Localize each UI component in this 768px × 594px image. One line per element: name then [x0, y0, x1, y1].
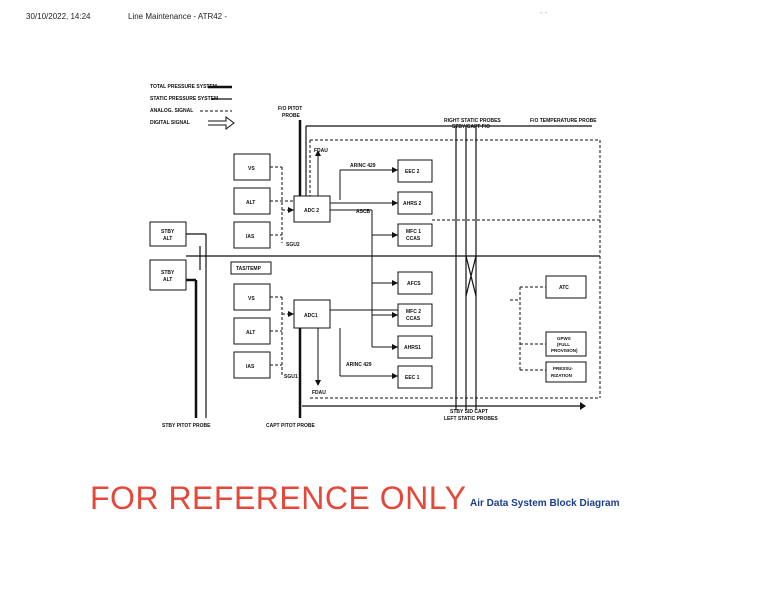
fo-pitot-label: F/O PITOT: [278, 106, 302, 112]
mfc2-label-a: MFC 2: [406, 309, 421, 315]
header-title: Line Maintenance - ATR42 -: [128, 12, 228, 21]
ias1-label: IAS: [246, 364, 255, 370]
ias2-label: IAS: [246, 234, 255, 240]
alt2-box: [233, 187, 271, 215]
stby-alt-2-label-b: ALT: [163, 277, 172, 283]
legend-digital-arrow: [208, 116, 235, 130]
mfc1-label-a: MFC 1: [406, 229, 421, 235]
header-date: 30/10/2022, 14:24: [26, 12, 91, 21]
legend-analog-label: ANALOG. SIGNAL: [150, 108, 193, 114]
gpws-label-c: PROVISION): [551, 348, 578, 353]
stby-alt-1-label-b: ALT: [163, 236, 172, 242]
arinc-top-label: ARINC 429: [350, 163, 376, 169]
afcs-label: AFCS: [407, 281, 421, 287]
eec1-box: [397, 365, 433, 389]
gpws-box: [545, 331, 587, 357]
stby-pitot-label: STBY PITOT PROBE: [162, 423, 211, 429]
stby-alt-2-label-a: STBY: [161, 270, 175, 276]
adc2-box: [293, 195, 331, 223]
eec2-box: [397, 159, 433, 183]
mfc1-box: [397, 223, 433, 247]
vs1-box: [233, 283, 271, 311]
tas-box: [230, 261, 272, 275]
adc1-group: TAS/TEMP VS ALT IAS ADC1: [230, 261, 331, 379]
fdau-bottom-label: FDAU: [312, 390, 326, 396]
diagram-caption: Air Data System Block Diagram: [470, 498, 620, 509]
atc-label: ATC: [559, 285, 569, 291]
tas-label: TAS/TEMP: [236, 266, 262, 272]
adc1-label: ADC1: [304, 313, 318, 319]
pressurization-label-b: RIZATION: [551, 373, 572, 378]
vs2-label: VS: [248, 166, 255, 172]
sgu1-label: SGU1: [284, 374, 298, 380]
capt-pitot-label: CAPT PITOT PROBE: [266, 423, 315, 429]
adc2-group: VS ALT IAS ADC 2: [233, 153, 331, 249]
legend-total-label: TOTAL PRESSURE SYSTEM: [150, 84, 217, 90]
sgu2-label: SGU2: [286, 242, 300, 248]
right-static-label: RIGHT STATIC PROBES: [444, 118, 501, 124]
mfc1-label-b: CCAS: [406, 236, 421, 242]
vs2-box: [233, 153, 271, 181]
alt2-label: ALT: [246, 200, 255, 206]
adc2-label: ADC 2: [304, 208, 319, 214]
pressurization-box: [545, 361, 587, 383]
stby-capt-fo-label: STBY/CAPT F/O: [452, 124, 490, 130]
eec2-label: EEC 2: [405, 169, 420, 175]
legend: TOTAL PRESSURE SYSTEM STATIC PRESSURE SY…: [150, 84, 235, 130]
vs1-label: VS: [248, 296, 255, 302]
middle-boxes: EEC 2 AHRS 2 MFC 1 CCAS AFCS MFC 2 CCAS …: [397, 159, 433, 389]
arrowheads: [288, 150, 586, 410]
header-dots: - -: [540, 8, 548, 17]
stby-alt-1-label-a: STBY: [161, 229, 175, 235]
legend-digital-label: DIGITAL SIGNAL: [150, 120, 190, 126]
alt1-label: ALT: [246, 330, 255, 336]
arinc-bottom-label: ARINC 429: [346, 362, 372, 368]
top-probe-lines: [298, 120, 601, 410]
mfc2-box: [397, 303, 433, 327]
eec1-label: EEC 1: [405, 375, 420, 381]
fo-pitot-probe-label: PROBE: [282, 113, 300, 119]
stby-sid-capt-label: STBY SID CAPT: [450, 409, 488, 415]
connection-lines: [186, 152, 601, 418]
right-boxes: ATC GPWS (FULL PROVISION) PRESSU- RIZATI…: [545, 275, 587, 383]
fdau-top-label: FDAU: [314, 148, 328, 154]
gpws-label-b: (FULL: [557, 342, 570, 347]
ascb-label: ASCB: [356, 209, 371, 215]
pressurization-label-a: PRESSU-: [553, 366, 574, 371]
legend-static-label: STATIC PRESSURE SYSTEM: [150, 96, 218, 102]
ias1-box: [233, 351, 271, 379]
reference-watermark: FOR REFERENCE ONLY: [90, 480, 467, 516]
adc1-box: [293, 299, 331, 329]
gpws-label-a: GPWS: [557, 336, 571, 341]
fo-temp-label: F/O TEMPERATURE PROBE: [530, 118, 597, 124]
mfc2-label-b: CCAS: [406, 316, 421, 322]
stby-alt-2-box: [149, 259, 187, 291]
alt1-box: [233, 317, 271, 345]
left-static-label: LEFT STATIC PROBES: [444, 416, 498, 422]
ahrs2-label: AHRS 2: [403, 201, 422, 207]
ahrs1-label: AHRS1: [404, 345, 421, 351]
